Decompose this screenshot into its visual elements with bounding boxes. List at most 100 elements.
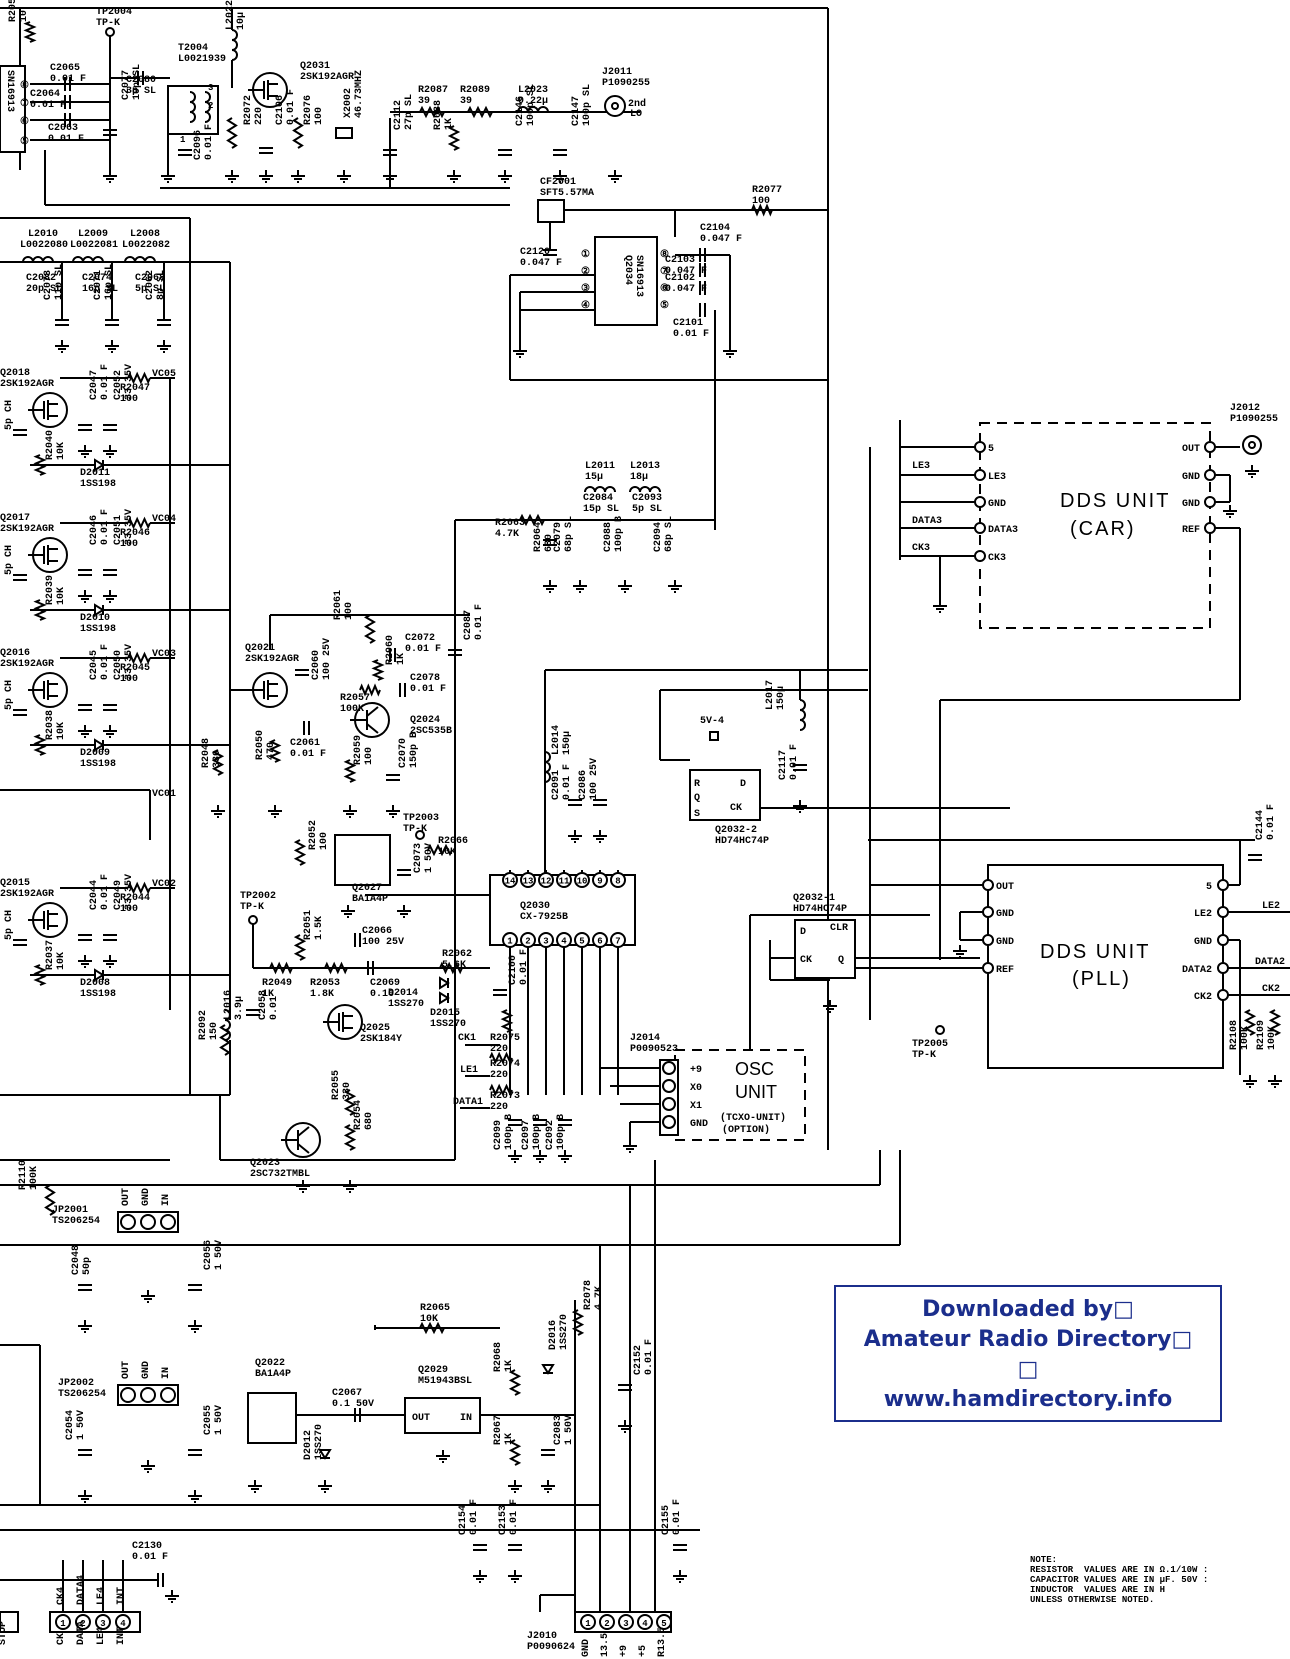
dds-pll-right-pin-label: LE2 — [1194, 909, 1212, 920]
dds-pll-right-pin — [1217, 906, 1229, 918]
r2109-ref: R2109 — [1256, 1020, 1267, 1050]
amp-cap-bypass-ref: C2047 — [89, 370, 100, 400]
r2063-value: 4.7K — [495, 529, 519, 540]
ground-symbol — [337, 170, 351, 183]
ground-symbol — [933, 600, 947, 613]
ground-symbol — [573, 580, 587, 593]
c2070-value: 150p B — [409, 732, 420, 768]
q2022-ref: Q2022 — [255, 1358, 285, 1369]
amp-rail-label: VC05 — [152, 369, 176, 380]
dds-car-right-pin — [1204, 441, 1216, 453]
capacitor — [246, 1009, 260, 1016]
q2034-pin-right: ⑤ — [660, 300, 669, 312]
resistor — [500, 1009, 514, 1033]
note-line-1: RESISTOR VALUES ARE IN Ω.1/10W : — [1030, 1565, 1209, 1575]
amp-rail-label: VC04 — [152, 514, 176, 525]
amp-diode-ref: D2011 — [80, 468, 110, 479]
amp-cap-coupling-value: 5p CH — [4, 680, 15, 710]
amp-resistor-ref: R2046 — [120, 528, 150, 539]
capacitor — [399, 683, 406, 697]
capacitor — [64, 113, 71, 127]
ground-symbol — [543, 580, 557, 593]
ground-symbol — [618, 1420, 632, 1433]
q2030-bottom-pin-number: 7 — [615, 937, 620, 947]
tp2002-value: TP-K — [240, 902, 264, 913]
inductor — [72, 256, 104, 263]
stop-connector — [0, 1611, 19, 1633]
resistor — [127, 651, 151, 665]
resistor — [359, 683, 381, 697]
x2002-value: 46.73MHZ — [354, 70, 365, 118]
q2030-top-pin — [610, 872, 626, 888]
dds-pll-net-data2: DATA2 — [1255, 957, 1285, 968]
c2080-value: 3p SL — [126, 86, 156, 97]
r2089-value: 39 — [460, 96, 472, 107]
c2097-value: 100p B — [532, 1114, 543, 1150]
c2146-value: 100p SL — [526, 84, 537, 126]
q2030-ref: Q2030 — [520, 901, 550, 912]
c2087-ref: C2087 — [463, 610, 474, 640]
j2014-value: P0090523 — [630, 1044, 678, 1055]
dds-pll-left-pin — [982, 906, 994, 918]
ground-symbol — [248, 1480, 262, 1493]
d2016-value: 1SS270 — [559, 1314, 570, 1350]
j2010-ref: J2010 — [527, 1631, 557, 1642]
r2092-value: 150 — [209, 1022, 220, 1040]
capacitor — [103, 934, 117, 941]
q2034-pin-right: ⑧ — [660, 249, 669, 261]
mixer-left-pin: ⑧ — [20, 80, 29, 92]
capacitor — [386, 774, 400, 781]
capacitor — [568, 799, 582, 806]
amp-fet-ref: Q2016 — [0, 648, 30, 659]
capacitor — [295, 669, 309, 676]
c2072-value: 0.01 F — [405, 644, 441, 655]
r2048-value: 330 — [212, 750, 223, 768]
c2100-ref: C2100 — [508, 955, 519, 985]
r2077-ref: R2077 — [752, 185, 782, 196]
r2055-value: 330 — [342, 1082, 353, 1100]
j2010-pin-number: 5 — [661, 1619, 666, 1629]
wiring — [0, 7, 1290, 1620]
j2010-pin — [618, 1614, 634, 1630]
ff-q2032-2-ref: Q2032-2 — [715, 825, 757, 836]
jp2001-pin-label: GND — [141, 1188, 152, 1206]
l2014-ref: L2014 — [551, 725, 562, 755]
c2102-ref: C2102 — [665, 273, 695, 284]
ground-symbol — [103, 590, 117, 603]
test-point — [415, 830, 425, 840]
r2076-value: 100 — [314, 107, 325, 125]
r2065-value: 10K — [420, 1314, 438, 1325]
amp-resistor-ref: R2045 — [120, 663, 150, 674]
filter-cap-top-value: 5p SL — [135, 284, 165, 295]
capacitor — [1248, 854, 1262, 861]
fet-electrodes — [28, 910, 58, 930]
r2068-ref: R2068 — [493, 1342, 504, 1372]
ff-q2032-1-ref: Q2032-1 — [793, 893, 835, 904]
jp2001-pin — [160, 1214, 176, 1230]
ground-symbol — [508, 1480, 522, 1493]
dds-car-left-pin-label: 5 — [988, 444, 994, 455]
mixer-left-pin: ⑥ — [20, 116, 29, 128]
capacitor — [473, 1544, 487, 1551]
c2083-value: 1 50V — [564, 1415, 575, 1445]
q2030-top-pin — [538, 872, 554, 888]
diode — [94, 968, 105, 982]
c2092-value: 100p B — [556, 1114, 567, 1150]
capacitor — [178, 149, 192, 156]
dds-car-right-pin — [1204, 469, 1216, 481]
q2034-pin-left: ① — [581, 249, 590, 261]
resistor — [571, 1309, 585, 1336]
q2030-value: CX-7925B — [520, 912, 568, 923]
l2016-value: 3.9μ — [234, 996, 245, 1020]
c2073-ref: C2073 — [413, 843, 424, 873]
capacitor — [105, 319, 119, 326]
ground-symbol — [618, 580, 632, 593]
c2086-ref: C2086 — [578, 770, 589, 800]
c2093-value: 5p SL — [632, 504, 662, 515]
j2010-pin-label: GND — [581, 1639, 592, 1657]
capacitor — [103, 424, 117, 431]
l2023-ref: L2023 — [518, 85, 548, 96]
r2062-ref: R2062 — [442, 949, 472, 960]
dds-pll-right-pin-label: CK2 — [1194, 992, 1212, 1003]
